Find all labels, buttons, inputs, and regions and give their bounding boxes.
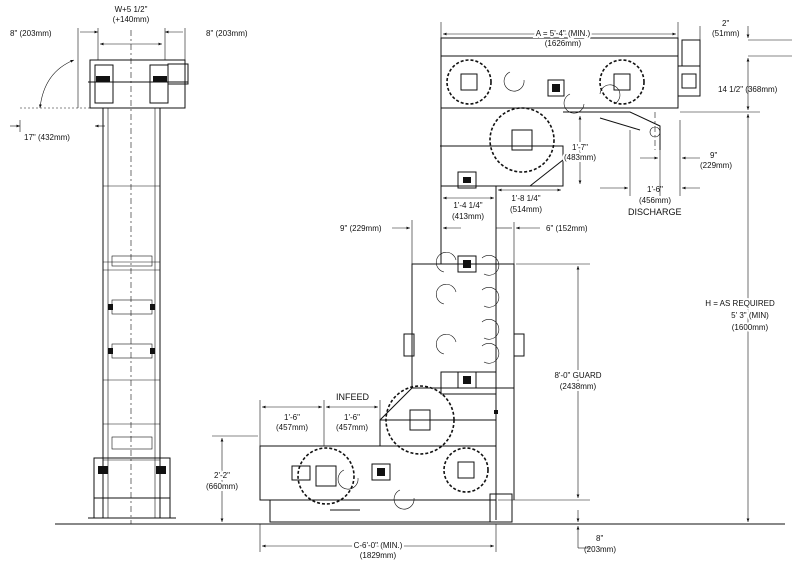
width-mm-label: (+140mm) (113, 15, 150, 24)
width-label: W+5 1/2" (115, 5, 148, 14)
bot-8-mm: (203mm) (584, 545, 616, 554)
d22-mm: (660mm) (206, 482, 238, 491)
guard-label: 8'-0" GUARD (554, 371, 601, 380)
front-view (259, 37, 701, 523)
top-2-mm: (51mm) (712, 29, 740, 38)
infeed-a-label: 1'-6" (284, 413, 300, 422)
d17-label: 1'-7" (572, 143, 588, 152)
infeed-label: INFEED (336, 392, 370, 402)
d18-mm: (514mm) (510, 205, 542, 214)
guard-mm: (2438mm) (560, 382, 597, 391)
c-dim-label: C-6'-0" (MIN.) (354, 541, 403, 550)
side-view (88, 30, 189, 524)
d18-label: 1'-8 1/4" (511, 194, 540, 203)
h-min-label: 5' 3" (MIN) (731, 311, 769, 320)
infeed-a-mm: (457mm) (276, 423, 308, 432)
left-17-label: 17" (432mm) (24, 133, 70, 142)
d17-mm: (483mm) (564, 153, 596, 162)
d16-label: 1'-6" (647, 185, 663, 194)
top-2-label: 2" (722, 19, 729, 28)
right-8-label: 8" (203mm) (206, 29, 248, 38)
h-mm-label: (1600mm) (732, 323, 769, 332)
d9l-label: 9" (229mm) (340, 224, 382, 233)
infeed-b-label: 1'-6" (344, 413, 360, 422)
infeed-b-mm: (457mm) (336, 423, 368, 432)
d14-mm: (413mm) (452, 212, 484, 221)
discharge-label: DISCHARGE (628, 207, 682, 217)
a-dim-mm: (1626mm) (545, 39, 582, 48)
d14-label: 1'-4 1/4" (453, 201, 482, 210)
a-dim-label: A = 5'-4" (MIN.) (536, 29, 591, 38)
d16-mm: (456mm) (639, 196, 671, 205)
top-14-label: 14 1/2" (368mm) (718, 85, 778, 94)
bot-8-label: 8" (596, 534, 603, 543)
left-8-label: 8" (203mm) (10, 29, 52, 38)
d6-label: 6" (152mm) (546, 224, 588, 233)
c-dim-mm: (1829mm) (360, 551, 397, 560)
d22-label: 2'-2" (214, 471, 230, 480)
d9r-mm: (229mm) (700, 161, 732, 170)
h-required-label: H = AS REQUIRED (705, 299, 775, 308)
d9r-label: 9" (710, 151, 717, 160)
